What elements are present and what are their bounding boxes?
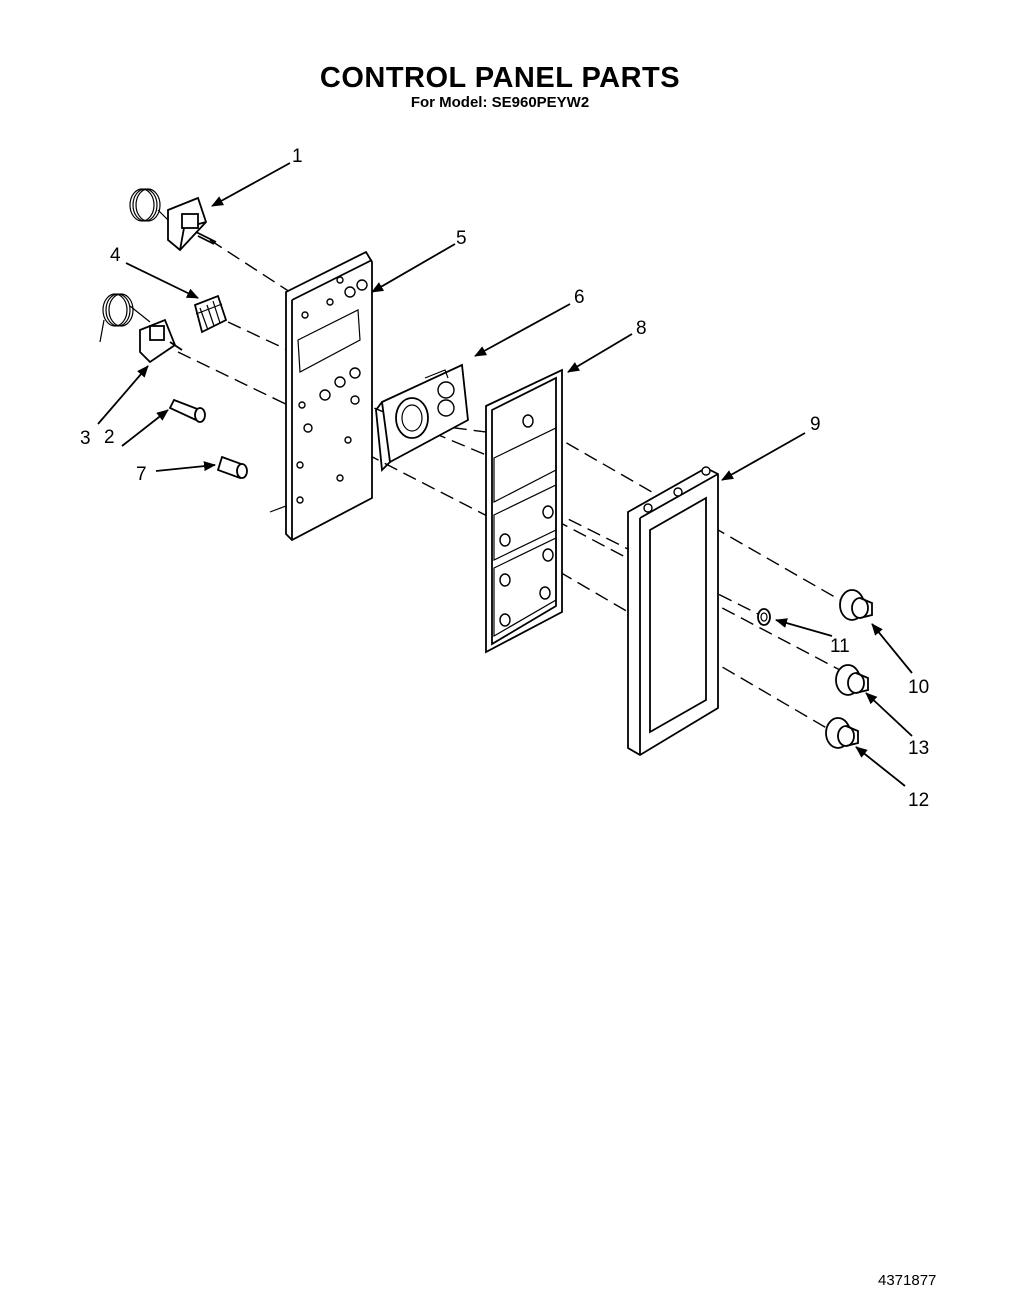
callout-6: 6	[574, 287, 585, 308]
callout-2: 2	[104, 427, 115, 448]
part-9-frame	[627, 466, 719, 757]
part-13-knob	[835, 664, 869, 696]
part-4-terminal-block	[193, 294, 228, 334]
part-1-thermostat	[129, 188, 217, 252]
callout-7: 7	[136, 464, 147, 485]
callout-11: 11	[830, 636, 850, 657]
callout-12: 12	[908, 790, 929, 811]
part-6-timer	[375, 363, 469, 472]
page-title: CONTROL PANEL PARTS	[319, 62, 681, 94]
part-5-bracket	[269, 250, 373, 542]
callout-3: 3	[80, 428, 91, 449]
part-2-lamp	[168, 398, 206, 423]
part-11-button	[757, 608, 771, 626]
leader-arrows	[97, 162, 913, 787]
callout-4: 4	[110, 245, 121, 266]
callout-5: 5	[456, 228, 467, 249]
callout-1: 1	[292, 146, 303, 167]
part-10-knob	[839, 589, 873, 621]
document-number: 4371877	[878, 1272, 937, 1289]
callout-10: 10	[908, 677, 929, 698]
part-8-overlay	[485, 368, 563, 654]
model-subtitle: For Model: SE960PEYW2	[410, 94, 590, 111]
part-3-switch	[99, 293, 183, 364]
callout-13: 13	[908, 738, 929, 759]
part-7-cap	[216, 455, 248, 480]
callout-8: 8	[636, 318, 647, 339]
part-12-knob	[825, 717, 859, 749]
callout-labels: 1 2 3 4 5 6 7 8 9 10 11 12 13	[80, 146, 929, 811]
callout-9: 9	[810, 414, 821, 435]
